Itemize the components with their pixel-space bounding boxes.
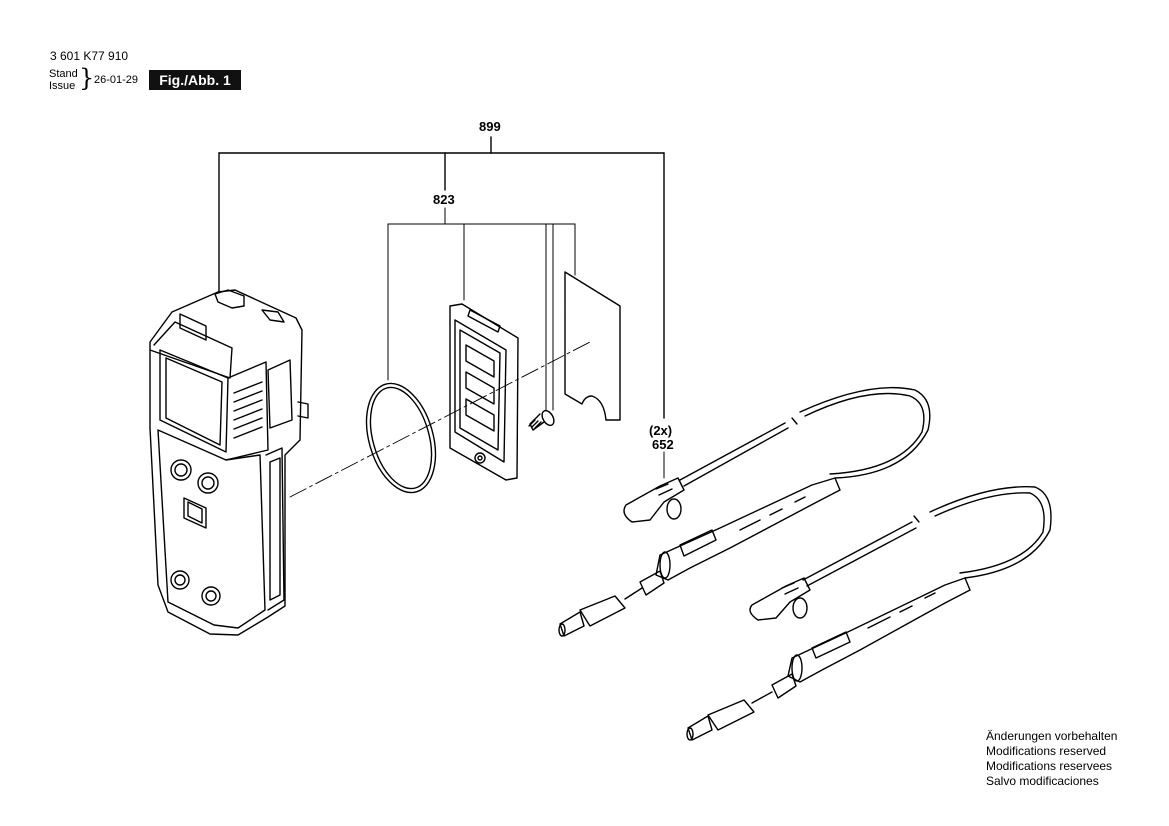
bracket-823 (387, 207, 576, 411)
test-lead-1 (558, 386, 931, 637)
stand-label: Stand (49, 68, 78, 80)
battery-cover (449, 303, 519, 481)
callout-899: 899 (479, 119, 501, 134)
issue-date: 26-01-29 (94, 74, 139, 86)
disclaimer-line-de: Änderungen vorbehalten (986, 729, 1118, 743)
part-number: 3 601 K77 910 (50, 49, 129, 63)
detector-device (149, 289, 309, 636)
disclaimer-line-fr: Modifications reservees (986, 759, 1113, 773)
disclaimer-line-en: Modifications reserved (986, 744, 1107, 758)
figure-label: Fig./Abb. 1 (149, 70, 241, 90)
assembly-centerline (289, 341, 591, 498)
callout-652: 652 (652, 437, 674, 452)
label-sheet (564, 271, 621, 421)
test-lead-2 (686, 486, 1052, 741)
brace-symbol: } (79, 64, 95, 92)
disclaimer-line-es: Salvo modificaciones (986, 774, 1099, 788)
callout-823: 823 (433, 192, 455, 207)
bracket-899 (218, 136, 665, 419)
callout-652-quantity: (2x) (649, 423, 673, 438)
screw (528, 409, 555, 431)
sealing-ring (365, 382, 437, 494)
disclaimer: Änderungen vorbehalten Modifications res… (986, 729, 1117, 789)
issue-label: Issue (49, 80, 76, 92)
